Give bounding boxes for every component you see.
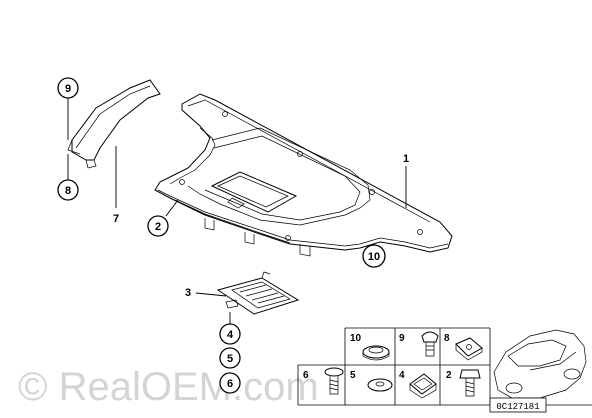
callout-5[interactable]: 5 — [219, 347, 241, 369]
callout-1-label: 1 — [403, 153, 409, 165]
hardware-table: 10 9 8 6 5 — [297, 327, 592, 413]
hardware-cell-9[interactable]: 9 — [399, 331, 439, 357]
callout-8[interactable]: 8 — [57, 179, 79, 201]
callout-2[interactable]: 2 — [147, 215, 169, 237]
callout-7[interactable]: 7 — [113, 213, 119, 225]
callout-2-label: 2 — [155, 221, 161, 233]
table-label-5: 5 — [350, 370, 356, 381]
callout-4[interactable]: 4 — [219, 323, 241, 345]
table-label-8: 8 — [444, 333, 450, 344]
callout-7-label: 7 — [113, 213, 119, 225]
callout-9[interactable]: 9 — [57, 77, 79, 99]
callout-9-label: 9 — [65, 83, 71, 95]
callout-10[interactable]: 10 — [362, 244, 386, 268]
table-label-2: 2 — [446, 370, 452, 381]
hardware-cell-5[interactable]: 5 — [350, 370, 393, 392]
watermark: © RealOEM.com — [18, 365, 319, 409]
parcel-shelf-part[interactable] — [154, 93, 453, 257]
callout-6[interactable]: 6 — [219, 372, 241, 394]
hardware-cell-6[interactable]: 6 — [303, 367, 344, 395]
hardware-cell-4[interactable]: 4 — [399, 370, 437, 399]
diagram-id: 0C127181 — [496, 402, 539, 412]
callout-10-label: 10 — [368, 251, 380, 263]
table-label-6: 6 — [303, 370, 309, 381]
table-label-9: 9 — [399, 333, 405, 344]
callout-3-label: 3 — [185, 287, 191, 299]
lid-part[interactable] — [216, 271, 300, 315]
callout-8-label: 8 — [65, 185, 71, 197]
hardware-cell-2[interactable]: 2 — [446, 369, 481, 397]
table-label-4: 4 — [399, 370, 405, 381]
callout-6-label: 6 — [227, 378, 233, 390]
watermark-text: © RealOEM.com — [18, 365, 319, 409]
hardware-cell-8[interactable]: 8 — [444, 333, 483, 361]
callout-5-label: 5 — [227, 353, 233, 365]
pillar-trim-part[interactable] — [67, 79, 161, 169]
table-label-10: 10 — [350, 333, 362, 344]
callout-3[interactable]: 3 — [185, 287, 191, 299]
car-thumbnail — [493, 329, 587, 399]
callout-4-label: 4 — [227, 329, 234, 341]
diagram-id-box — [489, 397, 547, 413]
callout-1[interactable]: 1 — [403, 153, 409, 165]
hardware-cell-10[interactable]: 10 — [350, 333, 390, 361]
